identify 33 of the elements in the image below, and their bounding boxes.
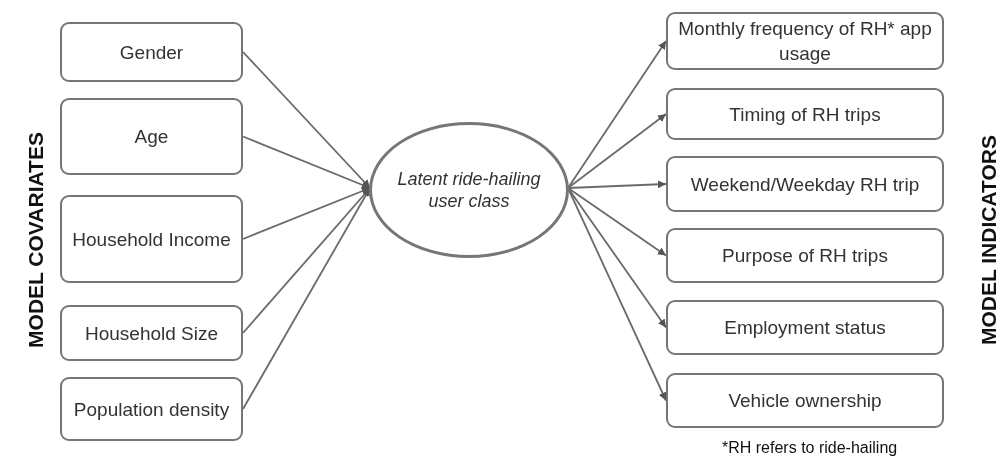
node-text: Population density — [73, 397, 230, 422]
variable-box — [60, 98, 243, 175]
arrow — [567, 180, 667, 189]
variable-box — [60, 377, 243, 441]
axis-group-label: MODEL INDICATORS — [977, 135, 1001, 345]
arrow — [242, 51, 371, 189]
variable-box — [666, 373, 944, 428]
node-text: Purpose of RH trips — [722, 244, 888, 268]
node-text: Latent ride-hailing user class — [396, 168, 542, 212]
arrow — [567, 187, 667, 329]
arrow — [567, 40, 667, 189]
node-text: Weekend/Weekday RH trip — [690, 172, 920, 197]
variable-box — [666, 228, 944, 283]
node-text: Household Size — [84, 321, 219, 346]
arrow — [567, 113, 667, 189]
variable-box — [60, 195, 243, 283]
node-text: Monthly frequency of RH* app usage — [677, 17, 933, 66]
variable-box — [666, 156, 944, 212]
arrow — [242, 187, 371, 240]
variable-box — [666, 12, 944, 70]
arrow — [567, 187, 667, 257]
node-text: Timing of RH trips — [729, 102, 881, 127]
variable-box — [666, 300, 944, 355]
variable-box — [60, 22, 243, 82]
node-text: Gender — [119, 40, 184, 65]
variable-box — [666, 88, 944, 140]
variable-box — [60, 305, 243, 361]
arrow — [242, 135, 371, 189]
node-text: Vehicle ownership — [728, 389, 882, 413]
node-text: Age — [134, 125, 169, 149]
node-text: Employment status — [724, 316, 886, 340]
node-text: Household Income — [72, 227, 231, 252]
axis-group-label: MODEL COVARIATES — [23, 132, 48, 348]
